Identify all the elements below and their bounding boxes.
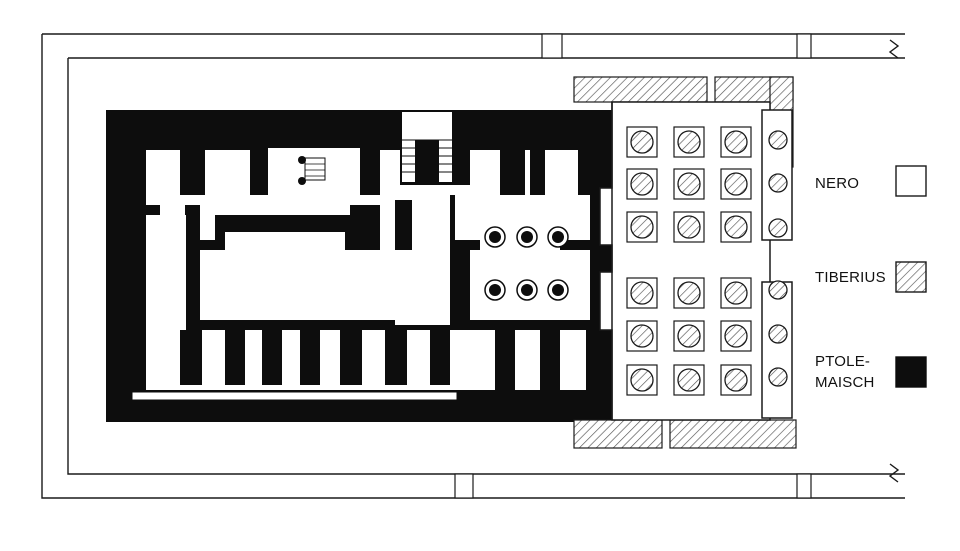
column-shaft <box>630 172 654 196</box>
legend-item-ptolemaic: PTOLE- MAISCH <box>815 353 927 391</box>
facade-column <box>768 324 788 344</box>
column-shaft <box>724 215 748 239</box>
facade-column <box>768 218 788 238</box>
column-shaft <box>677 324 701 348</box>
legend-swatch-white <box>895 165 927 197</box>
legend: NERO TIBERIUS PTOLE- MAISCH <box>815 165 927 391</box>
column-shaft <box>630 324 654 348</box>
column-shaft <box>724 368 748 392</box>
column-shaft <box>630 130 654 154</box>
facade-column <box>768 173 788 193</box>
column-shaft <box>724 130 748 154</box>
column-shaft <box>724 172 748 196</box>
column-shaft <box>630 281 654 305</box>
legend-item-nero: NERO <box>815 165 927 197</box>
black-columns <box>484 226 569 301</box>
ptolemaic-core <box>106 110 614 422</box>
legend-label-tiberius: TIBERIUS <box>815 269 886 286</box>
column-shaft <box>677 215 701 239</box>
legend-swatch-black <box>895 356 927 388</box>
enclosure-wall <box>41 33 905 499</box>
legend-swatch-hatched <box>895 261 927 293</box>
facade-column <box>768 280 788 300</box>
legend-item-tiberius: TIBERIUS <box>815 261 927 293</box>
hatched-columns <box>626 126 788 396</box>
legend-label-ptolemaic-line1: PTOLE- <box>815 353 870 370</box>
column-shaft <box>724 281 748 305</box>
column-shaft <box>677 281 701 305</box>
column-shaft <box>724 324 748 348</box>
legend-label-ptolemaic-line2: MAISCH <box>815 374 875 391</box>
column-shaft <box>630 368 654 392</box>
column-shaft <box>677 130 701 154</box>
column-shaft <box>630 215 654 239</box>
column-shaft <box>677 172 701 196</box>
facade-column <box>768 367 788 387</box>
legend-label-nero: NERO <box>815 175 859 192</box>
column-shaft <box>677 368 701 392</box>
facade-column <box>768 130 788 150</box>
